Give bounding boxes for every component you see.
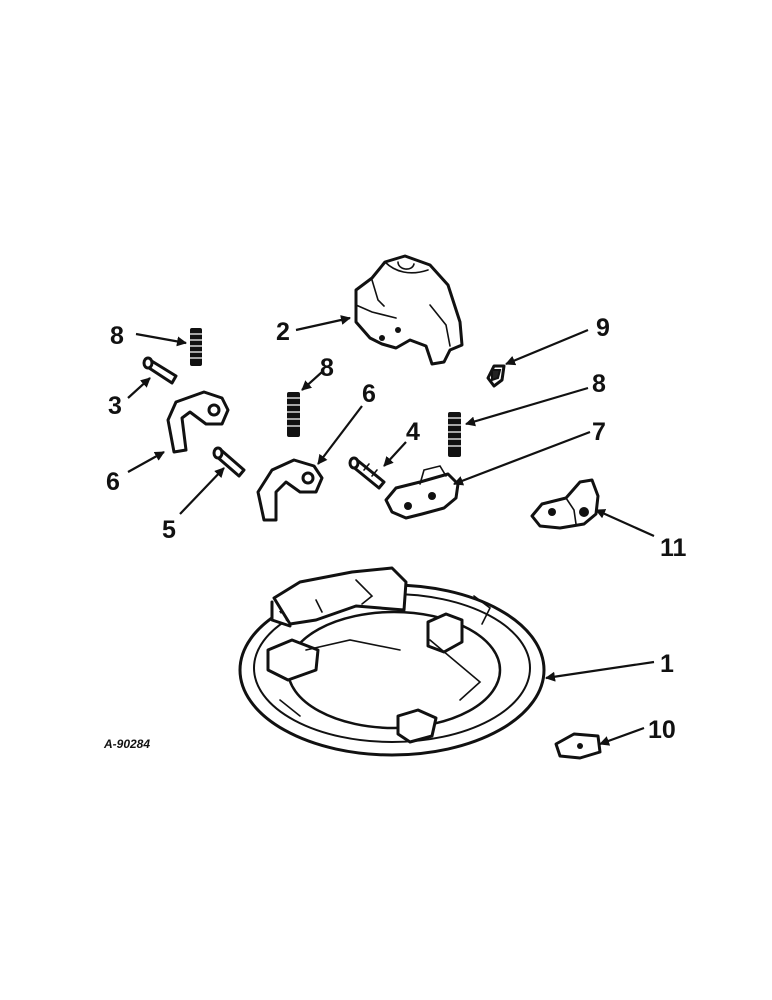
callout-1: 1 <box>660 650 674 678</box>
leader-8a <box>135 332 187 347</box>
part-8-spring-a <box>190 328 202 366</box>
callout-6a: 6 <box>106 468 120 496</box>
part-8-spring-b <box>287 392 300 437</box>
part-5-pin <box>212 446 246 478</box>
figure-code: A-90284 <box>103 737 150 751</box>
leader-1 <box>545 660 655 682</box>
callout-8a: 8 <box>110 322 124 350</box>
leader-10 <box>599 726 645 746</box>
leader-7 <box>453 430 591 486</box>
leader-6a <box>127 451 165 473</box>
leader-6b <box>317 405 363 465</box>
leader-8c <box>465 386 589 427</box>
part-6-lever-b <box>256 458 324 522</box>
part-2-housing <box>354 254 464 366</box>
leader-3 <box>127 377 151 399</box>
leader-4 <box>383 441 407 467</box>
callout-3: 3 <box>108 392 122 420</box>
part-10-plate <box>554 732 602 760</box>
callout-11: 11 <box>660 534 687 562</box>
leader-8b <box>301 371 323 391</box>
callout-6b: 6 <box>362 380 376 408</box>
part-1-plate <box>238 566 546 757</box>
callout-5: 5 <box>162 516 176 544</box>
part-9-clip <box>486 364 506 388</box>
callout-8b: 8 <box>320 354 334 382</box>
callout-2: 2 <box>276 318 290 346</box>
callout-10: 10 <box>648 716 676 744</box>
part-3-pin <box>142 356 178 385</box>
callouts: 8 2 3 6 5 8 6 4 9 8 7 11 1 10 <box>106 314 687 744</box>
leader-9 <box>505 328 589 366</box>
part-11-latch <box>530 478 600 530</box>
leader-5 <box>179 467 225 515</box>
leader-11 <box>595 508 655 538</box>
part-6-lever-a <box>166 390 230 454</box>
callout-9: 9 <box>596 314 610 342</box>
callout-4: 4 <box>406 418 420 446</box>
callout-8c: 8 <box>592 370 606 398</box>
part-8-spring-c <box>448 412 461 457</box>
callout-7: 7 <box>592 418 606 446</box>
part-4-pin <box>348 456 386 490</box>
leader-2 <box>295 315 351 332</box>
part-7-bracket <box>384 465 460 520</box>
leader-lines <box>127 315 655 746</box>
